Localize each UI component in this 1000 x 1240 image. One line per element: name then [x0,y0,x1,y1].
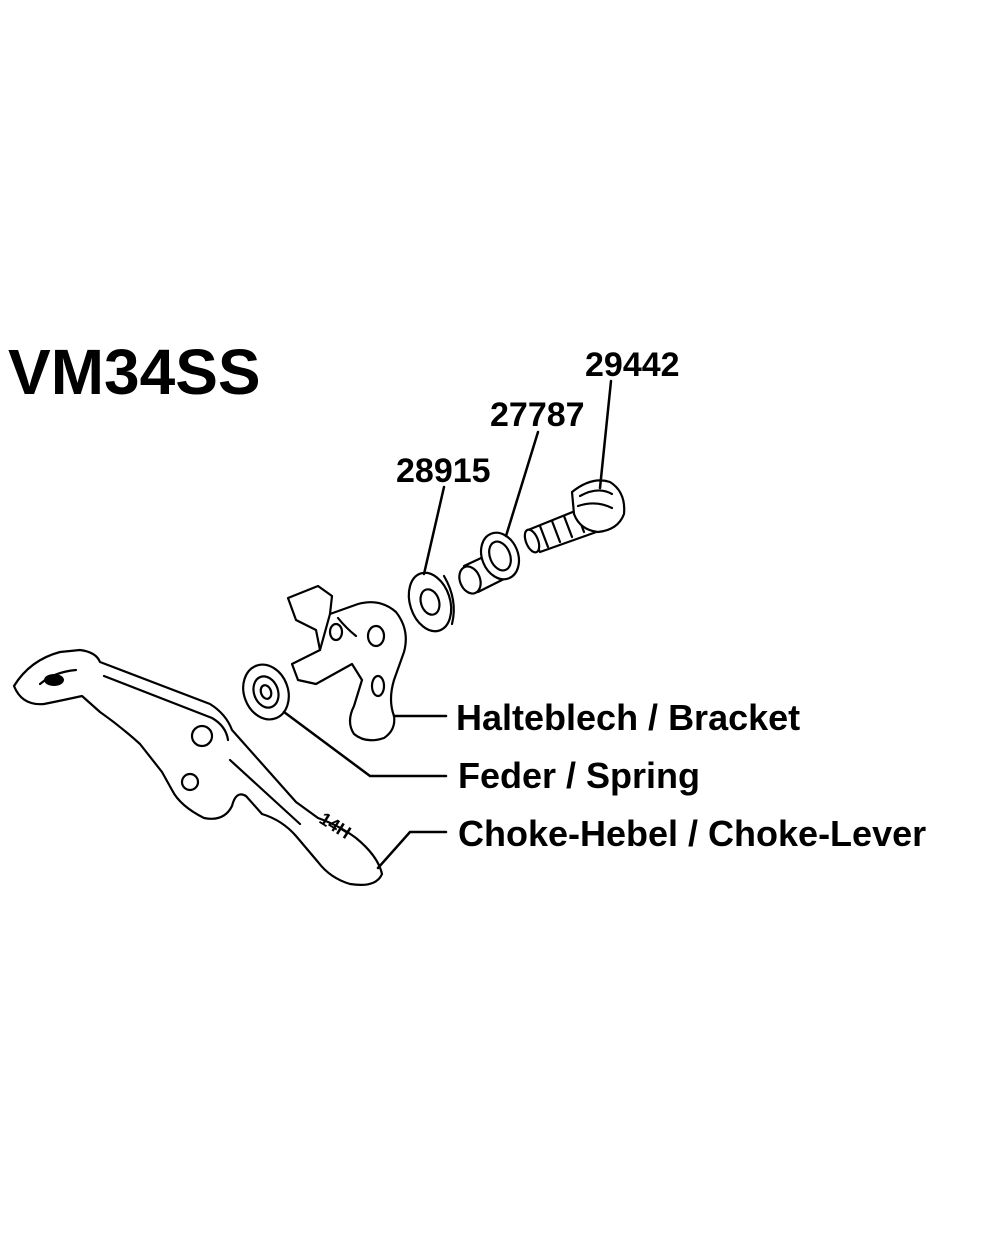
part-number-collar: 27787 [490,396,585,434]
part-number-washer: 28915 [396,452,491,490]
screw-part [523,479,626,554]
callout-lever: Choke-Hebel / Choke-Lever [458,813,927,854]
leader-27787 [504,430,540,538]
leader-spring [282,710,448,778]
collar-part [458,531,521,595]
choke-lever-part: 14H [12,648,384,886]
model-title: VM34SS [8,336,261,408]
leader-29442 [598,379,613,490]
spring-part [242,663,290,721]
leader-lever [376,830,448,870]
bracket-part [286,584,407,742]
part-number-screw: 29442 [585,346,680,384]
callout-bracket: Halteblech / Bracket [456,697,801,738]
callout-spring: Feder / Spring [458,755,701,796]
washer-part [407,571,455,633]
leader-28915 [422,485,446,576]
